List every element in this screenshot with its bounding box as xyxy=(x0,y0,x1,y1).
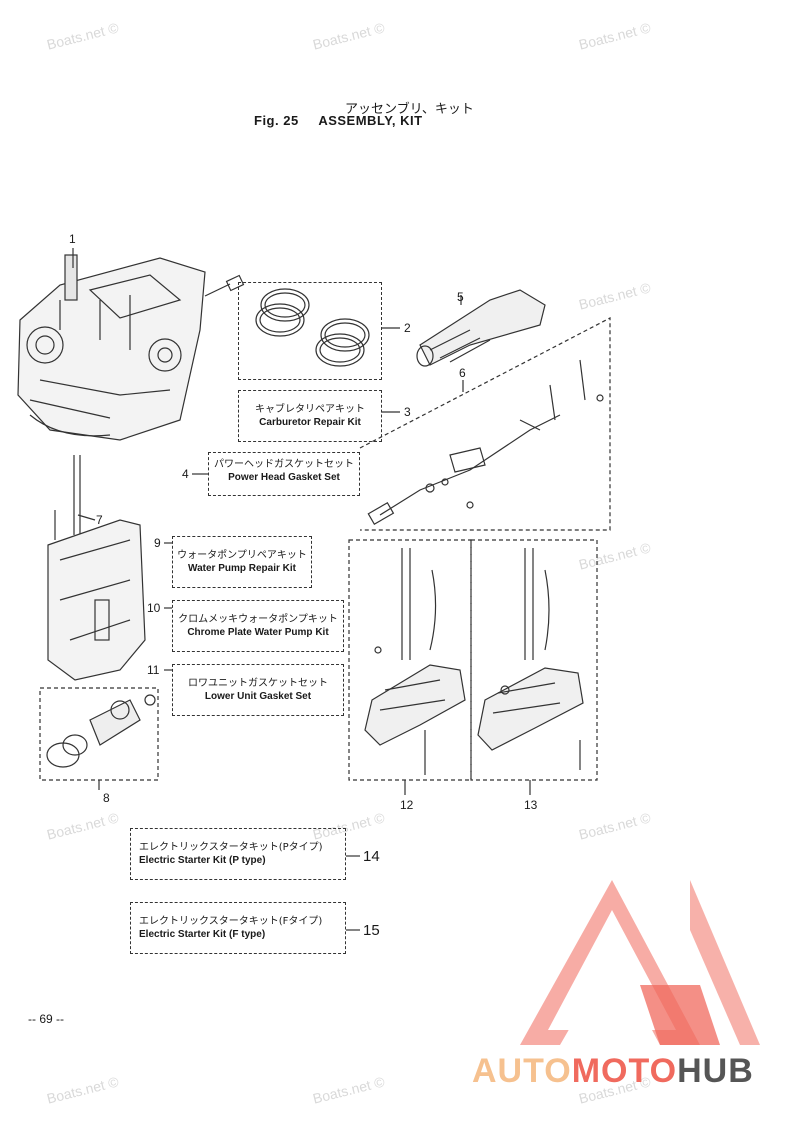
kit-label-jp: ロワユニットガスケットセット xyxy=(188,678,328,689)
tiller-handle-drawing xyxy=(416,289,546,367)
callout-12: 12 xyxy=(400,798,414,812)
callout-6: 6 xyxy=(459,366,466,380)
callout-7: 7 xyxy=(96,513,103,527)
callout-15: 15 xyxy=(363,922,380,939)
throttle-linkage-drawing xyxy=(367,359,604,526)
piston-rings-drawing xyxy=(255,288,370,367)
drive-shaft-housing-drawing xyxy=(47,455,146,681)
lower-unit-12-drawing xyxy=(364,548,466,775)
kit-label-jp: エレクトリックスタータキット(Pタイプ) xyxy=(139,842,323,853)
logo-text: AUTOMOTOHUB xyxy=(472,1052,754,1091)
chrome-plate-water-pump-kit-label: クロムメッキウォータポンプキット Chrome Plate Water Pump… xyxy=(172,600,344,652)
page-number: -- 69 -- xyxy=(28,1012,64,1026)
callout-9: 9 xyxy=(154,536,161,550)
kit-label-jp: パワーヘッドガスケットセット xyxy=(214,459,354,470)
callout-5: 5 xyxy=(457,290,464,304)
logo-mark xyxy=(520,880,760,1045)
water-pump-repair-kit-label: ウォータポンプリペアキット Water Pump Repair Kit xyxy=(172,536,312,588)
kit-label-jp: クロムメッキウォータポンプキット xyxy=(178,614,338,625)
carburetor-repair-kit-label: キャブレタリペアキット Carburetor Repair Kit xyxy=(238,390,382,442)
kit-label-en: Power Head Gasket Set xyxy=(228,472,340,483)
callout-10: 10 xyxy=(147,601,161,615)
electric-starter-kit-p-label: エレクトリックスタータキット(Pタイプ) Electric Starter Ki… xyxy=(130,828,346,880)
title-english: ASSEMBLY, KIT xyxy=(318,113,423,128)
kit-label-en: Water Pump Repair Kit xyxy=(188,563,296,574)
callout-11: 11 xyxy=(147,663,160,677)
spark-plug-drawing xyxy=(204,274,245,297)
kit-label-en: Electric Starter Kit (P type) xyxy=(139,855,266,866)
callout-14: 14 xyxy=(363,848,380,865)
kit-label-jp: キャブレタリペアキット xyxy=(255,404,365,415)
power-head-gasket-set-label: パワーヘッドガスケットセット Power Head Gasket Set xyxy=(208,452,360,496)
callout-1: 1 xyxy=(69,232,76,246)
callout-2: 2 xyxy=(404,321,411,335)
page-title: Fig. 25 ASSEMBLY, KIT xyxy=(254,113,423,128)
title-japanese: アッセンブリ、キット xyxy=(345,102,474,117)
callout-8: 8 xyxy=(103,791,110,805)
power-head-drawing xyxy=(17,254,206,441)
kit-label-en: Electric Starter Kit (F type) xyxy=(139,929,266,940)
kit-label-en: Lower Unit Gasket Set xyxy=(204,691,312,702)
kit-label-jp: エレクトリックスタータキット(Fタイプ) xyxy=(139,916,323,927)
water-pump-drawing xyxy=(46,694,156,768)
piston-ring-box xyxy=(238,282,382,380)
figure-number: Fig. 25 xyxy=(254,113,299,128)
lower-unit-gasket-set-label: ロワユニットガスケットセット Lower Unit Gasket Set xyxy=(172,664,344,716)
callout-3: 3 xyxy=(404,405,411,419)
callout-4: 4 xyxy=(182,467,189,481)
kit-label-jp: ウォータポンプリペアキット xyxy=(177,550,307,561)
callout-13: 13 xyxy=(524,798,538,812)
lower-unit-13-drawing xyxy=(477,548,584,770)
logo-part-moto: MOTO xyxy=(571,1052,678,1090)
logo-part-hub: HUB xyxy=(677,1052,754,1090)
kit-label-en: Chrome Plate Water Pump Kit xyxy=(187,627,329,638)
electric-starter-kit-f-label: エレクトリックスタータキット(Fタイプ) Electric Starter Ki… xyxy=(130,902,346,954)
kit-label-en: Carburetor Repair Kit xyxy=(259,417,361,428)
logo-part-auto: AUTO xyxy=(472,1052,572,1090)
